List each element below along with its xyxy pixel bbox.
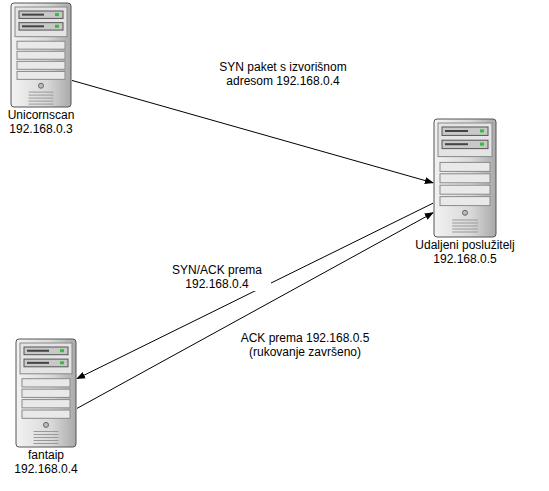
- drive-slot: [22, 25, 44, 27]
- server-body: [16, 339, 76, 447]
- vent-line: [29, 95, 54, 96]
- drive-bay: [442, 127, 488, 135]
- status-light: [55, 13, 59, 16]
- drive-slot: [445, 143, 468, 145]
- bay-panel: [22, 400, 70, 408]
- message-arrow: [72, 80, 433, 182]
- server-top-panel: [20, 343, 72, 374]
- server-body: [11, 3, 71, 107]
- status-light: [480, 143, 484, 146]
- drive-bay: [442, 140, 488, 148]
- message-arrow: [77, 213, 433, 409]
- message-arrow: [77, 203, 433, 379]
- host-name: Udaljeni poslužitelj: [415, 238, 514, 252]
- bay-panel: [22, 379, 70, 387]
- server-top-panel: [15, 7, 67, 37]
- drive-bay: [24, 347, 68, 355]
- status-light: [55, 25, 59, 28]
- drive-slot: [27, 350, 49, 352]
- vent-line: [452, 220, 478, 221]
- drive-slot: [22, 14, 44, 16]
- drive-bay: [19, 11, 63, 18]
- drive-bay: [24, 359, 68, 367]
- edge-label: SYN/ACK prema 192.168.0.4: [163, 263, 271, 291]
- power-button: [39, 83, 44, 88]
- status-light: [60, 349, 64, 352]
- server-top-panel: [438, 123, 492, 157]
- vent-line: [452, 223, 478, 224]
- server-icon: [433, 118, 497, 238]
- bay-panel: [17, 51, 65, 59]
- drive-slot: [27, 362, 49, 364]
- vent-line: [29, 104, 54, 105]
- bay-panel: [17, 41, 65, 49]
- bay-panel: [17, 61, 65, 69]
- vent-line: [29, 101, 54, 102]
- bay-panel: [440, 174, 490, 183]
- server-icon: [10, 2, 72, 108]
- vent-line: [452, 229, 478, 230]
- power-button: [463, 210, 468, 215]
- power-button: [44, 422, 49, 427]
- server-icon: [15, 338, 77, 448]
- vent-line: [452, 232, 478, 233]
- server-node: Udaljeni poslužitelj192.168.0.5: [412, 118, 518, 266]
- vent-line: [34, 437, 59, 438]
- host-name: fantaip: [28, 448, 64, 462]
- server-body: [434, 119, 496, 237]
- vent-line: [34, 443, 59, 444]
- status-light: [60, 361, 64, 364]
- vent-line: [29, 92, 54, 93]
- server-node: fantaip192.168.0.4: [11, 338, 81, 476]
- bay-panel: [17, 71, 65, 79]
- edge-label: SYN paket s izvorišnom adresom 192.168.0…: [196, 60, 370, 88]
- host-name: Unicornscan: [8, 108, 75, 122]
- bay-panel: [22, 389, 70, 397]
- server-node: Unicornscan192.168.0.3: [5, 2, 78, 136]
- status-light: [480, 129, 484, 132]
- ip-address: 192.168.0.5: [433, 252, 496, 266]
- vent-line: [452, 226, 478, 227]
- bay-panel: [22, 410, 70, 418]
- bay-panel: [440, 162, 490, 171]
- vent-line: [34, 434, 59, 435]
- vent-line: [34, 431, 59, 432]
- ip-address: 192.168.0.3: [9, 122, 72, 136]
- ip-address: 192.168.0.4: [14, 462, 77, 476]
- vent-line: [29, 98, 54, 99]
- drive-bay: [19, 23, 63, 30]
- edge-label: ACK prema 192.168.0.5 (rukovanje završen…: [237, 331, 373, 359]
- drive-slot: [445, 130, 468, 132]
- vent-line: [34, 440, 59, 441]
- bay-panel: [440, 185, 490, 194]
- bay-panel: [440, 197, 490, 206]
